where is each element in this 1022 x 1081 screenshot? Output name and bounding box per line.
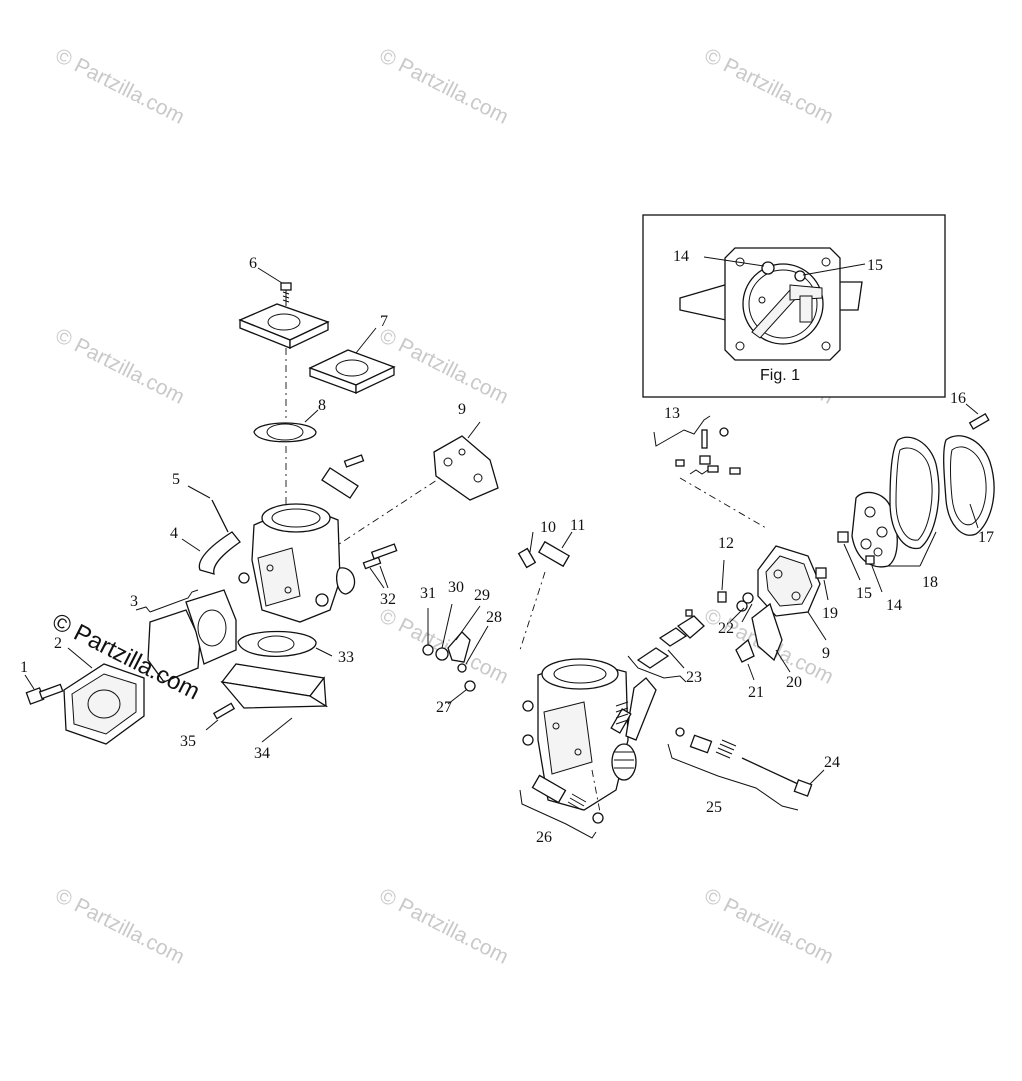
callout-14: 14	[886, 597, 902, 614]
callout-32: 32	[380, 591, 396, 608]
callout-12: 12	[718, 535, 734, 552]
callout-3: 3	[130, 593, 138, 610]
callout-8: 8	[318, 397, 326, 414]
callout-16: 16	[950, 390, 966, 407]
callout-20: 20	[786, 674, 802, 691]
callout-22: 22	[718, 620, 734, 637]
inset-figure: 14 15 Fig. 1	[642, 214, 946, 398]
callout-18: 18	[922, 574, 938, 591]
callout-9-right: 9	[822, 645, 830, 662]
callout-28: 28	[486, 609, 502, 626]
callout-4: 4	[170, 525, 178, 542]
callout-5: 5	[172, 471, 180, 488]
small-parts-group	[422, 603, 489, 705]
callout-15: 15	[856, 585, 872, 602]
callout-2: 2	[54, 635, 62, 652]
callout-29: 29	[474, 587, 490, 604]
callout-33: 33	[338, 649, 354, 666]
callout-6: 6	[249, 255, 257, 272]
callout-1: 1	[20, 659, 28, 676]
callout-30: 30	[448, 579, 464, 596]
callout-34: 34	[254, 745, 270, 762]
callout-26: 26	[536, 829, 552, 846]
pilot-jet-group	[517, 531, 573, 651]
left-carburetor-assembly	[24, 267, 499, 745]
callout-7: 7	[380, 313, 388, 330]
callout-21: 21	[748, 684, 764, 701]
callout-27: 27	[436, 699, 452, 716]
callout-13: 13	[664, 405, 680, 422]
callout-35: 35	[180, 733, 196, 750]
callout-11: 11	[570, 517, 585, 534]
callout-15: 15	[867, 257, 883, 274]
callout-31: 31	[420, 585, 436, 602]
callout-10: 10	[540, 519, 556, 536]
callout-24: 24	[824, 754, 840, 771]
figure-caption: Fig. 1	[760, 367, 800, 384]
callout-23: 23	[686, 669, 702, 686]
callout-labels: 1 2 3 4 5 6 7 8 9 10 11 12 13 14 15 16 1…	[20, 255, 994, 846]
callout-14: 14	[673, 248, 689, 265]
callout-19: 19	[822, 605, 838, 622]
callout-17: 17	[978, 529, 994, 546]
right-carburetor-assembly	[519, 403, 995, 839]
callout-9: 9	[458, 401, 466, 418]
callout-25: 25	[706, 799, 722, 816]
